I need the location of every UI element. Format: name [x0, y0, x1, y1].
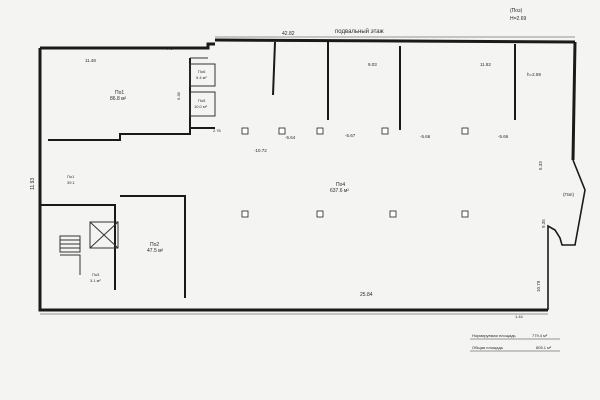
level-2: -5.67: [345, 133, 356, 138]
dim-v-right-a: 5.33: [538, 161, 543, 170]
dim-left-height: 11.93: [30, 178, 36, 190]
area-value: 779.4 м²: [532, 333, 548, 338]
room-po6-area: 9.4 м²: [196, 75, 207, 80]
dim-v-right-b: 9.35: [541, 219, 546, 228]
room-po1-number: По1: [115, 90, 124, 96]
dim-top-right-a: 9.03: [368, 62, 377, 67]
partition-stubs: [272, 41, 516, 130]
dim-bottom-overall: 25.84: [360, 292, 373, 298]
room-po2-number: По2: [150, 242, 159, 248]
structural-column: [241, 127, 249, 135]
structural-column: [278, 127, 286, 135]
level-5: -10.72: [254, 148, 267, 153]
staircase-symbol: [59, 221, 119, 253]
total-label: Общая площадь: [472, 345, 503, 350]
room-po1b-number: По1: [67, 174, 75, 179]
structural-column: [241, 210, 249, 218]
room-po4: По4 637.6 м² -5.64 -5.67 -5.66 -5.66 -10…: [254, 133, 509, 194]
room-po5-number: По5: [198, 98, 206, 103]
room-po1: По1 86.8 м² 6.38 2.76: [48, 57, 222, 141]
dim-top-overall: 42.82: [282, 31, 295, 37]
room-po3-area: 3.1 м²: [90, 278, 101, 283]
room-po4-area: 637.6 м²: [330, 188, 349, 194]
dim-r1: 10.79: [536, 280, 541, 292]
outer-walls: [38, 38, 586, 312]
room-po4-number: По4: [336, 182, 345, 188]
structural-column: [461, 210, 469, 218]
area-label: Нормируемая площадь: [472, 333, 516, 338]
room-po1b-area: 39.1: [67, 180, 76, 185]
area-summary: Нормируемая площадь 779.4 м² Общая площа…: [470, 333, 560, 352]
room-po1-area: 86.8 м²: [110, 96, 127, 102]
height-note: H=2.69: [510, 16, 526, 22]
structural-columns: [241, 127, 469, 218]
dim-top-left: 11.48: [85, 58, 96, 63]
dimension-top: 42.82 11.48 4.70 9.03 11.82: [85, 31, 575, 67]
level-1: -5.64: [285, 135, 296, 140]
room-po6-number: По6: [198, 69, 206, 74]
dim-r3: 1.44: [515, 314, 524, 319]
dim-h-a: 6.38: [176, 91, 181, 100]
annex-label: (Пэп): [563, 192, 574, 197]
structural-column: [316, 127, 324, 135]
room-po2: По2 47.5 м² По3 3.1 м² По1 39.1: [40, 174, 186, 298]
structural-column: [389, 210, 397, 218]
small-rooms: По6 9.4 м² По5 10.0 м²: [189, 63, 216, 117]
room-po5-area: 10.0 м²: [194, 104, 208, 109]
dim-h-b: 2.76: [213, 128, 222, 133]
level-4: -5.66: [498, 134, 509, 139]
total-value: 805.1 м²: [536, 345, 552, 350]
corner-code: (Поэ): [510, 8, 523, 14]
structural-column: [461, 127, 469, 135]
dim-top-mid: 4.70: [165, 46, 174, 51]
structural-column: [316, 210, 324, 218]
level-3: -5.66: [420, 134, 431, 139]
structural-column: [381, 127, 389, 135]
dimension-right: 5.33 9.35 10.79 1.44 h=2.59 (Пэп): [515, 72, 574, 319]
dim-top-right-b: 11.82: [480, 62, 491, 67]
room-po2-area: 47.5 м²: [147, 248, 164, 254]
floor-title: подвальный этаж: [335, 28, 384, 35]
room-po3-number: По3: [92, 272, 100, 277]
side-note: h=2.59: [527, 72, 541, 77]
dimension-bottom: 25.84: [40, 292, 548, 315]
